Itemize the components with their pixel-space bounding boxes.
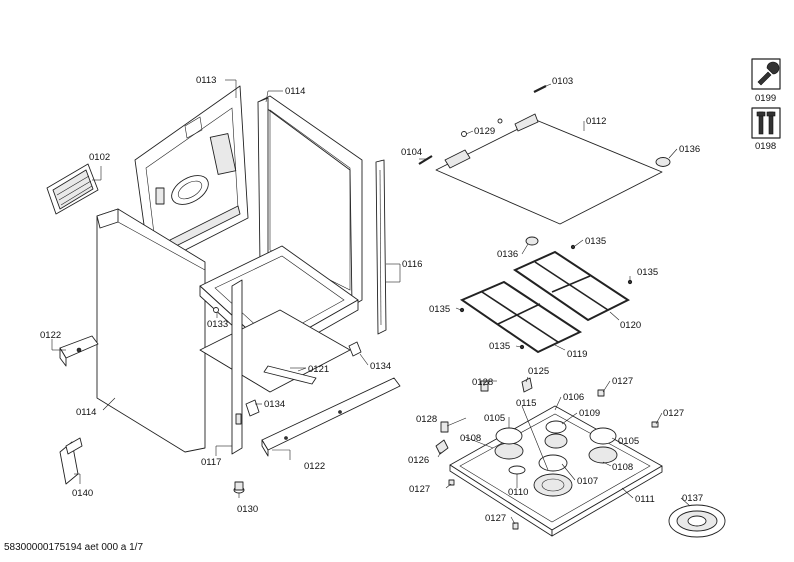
label-0109: 0109: [579, 408, 600, 419]
label-0135-c: 0135: [429, 304, 450, 315]
label-0113: 0113: [196, 75, 216, 86]
wrench-icon[interactable]: [751, 58, 781, 90]
injector-0110: [508, 465, 526, 475]
glass-lid: [435, 113, 663, 225]
bracket-left: [59, 335, 99, 367]
pan-support-front: [459, 280, 583, 354]
label-0103: 0103: [552, 76, 573, 87]
label-0114-top: 0114: [285, 86, 305, 97]
label-0130: 0130: [237, 504, 258, 515]
label-0121: 0121: [308, 364, 329, 375]
label-0120: 0120: [620, 320, 641, 331]
label-0133: 0133: [207, 319, 228, 330]
clip-0126: [435, 439, 449, 455]
label-0135-a: 0135: [585, 236, 606, 247]
side-panel-right: [257, 95, 363, 307]
pan-support-rear: [512, 250, 630, 322]
hinge-pin-0103: [533, 85, 547, 93]
label-0136-grid: 0136: [497, 249, 518, 260]
bumper-0136-top: [655, 157, 671, 167]
label-0122-bottom: 0122: [304, 461, 325, 472]
label-0105-right: 0105: [618, 436, 639, 447]
label-0117: 0117: [201, 457, 221, 468]
seal-ring: [668, 504, 726, 538]
clip-lower: [245, 399, 260, 417]
label-0111: 0111: [635, 494, 655, 505]
label-0114-left: 0114: [76, 407, 96, 418]
label-0107: 0107: [577, 476, 598, 487]
label-0199[interactable]: 0199: [755, 93, 776, 104]
document-footer: 58300000175194 aet 000 a 1/7: [4, 542, 144, 553]
burner-center-rear: [544, 420, 568, 449]
rail-bottom: [261, 377, 401, 457]
burner-left: [494, 427, 524, 460]
label-0127-d: 0127: [485, 513, 506, 524]
label-0110: 0110: [508, 487, 528, 498]
label-0108-right: 0108: [612, 462, 633, 473]
foot-bracket: [59, 437, 83, 485]
clip-upper: [348, 341, 362, 357]
bumper-0136-grid: [525, 236, 539, 246]
label-0137: 0137: [682, 493, 703, 504]
label-0126: 0126: [408, 455, 429, 466]
adjustable-foot: [233, 481, 245, 494]
label-0127-b: 0127: [663, 408, 684, 419]
leader-lines: [51, 79, 691, 525]
label-0129: 0129: [474, 126, 495, 137]
label-0127-c: 0127: [409, 484, 430, 495]
label-0102: 0102: [89, 152, 110, 163]
part-labels: 0113 0114 0102 0122 0114 0133 0121 0134 …: [40, 75, 776, 524]
label-0128-upper: 0128: [472, 377, 493, 388]
burner-right: [588, 427, 618, 464]
label-0106: 0106: [563, 392, 584, 403]
label-0128-lower: 0128: [416, 414, 437, 425]
label-0125: 0125: [528, 366, 549, 377]
label-0140: 0140: [72, 488, 93, 499]
rear-strut: [375, 159, 387, 335]
label-0108-left: 0108: [460, 433, 481, 444]
label-0105-left: 0105: [484, 413, 505, 424]
label-0134-upper: 0134: [370, 361, 391, 372]
label-0104: 0104: [401, 147, 422, 158]
hinge-pin-0104: [418, 155, 433, 165]
label-0112: 0112: [586, 116, 606, 127]
label-0136-top: 0136: [679, 144, 700, 155]
label-0198[interactable]: 0198: [755, 141, 776, 152]
screws-icon[interactable]: [751, 107, 781, 139]
burner-center-front: [533, 454, 573, 497]
label-0119: 0119: [567, 349, 587, 360]
back-panel: [134, 85, 249, 269]
clip-0127-set: [448, 389, 659, 530]
label-0134-lower: 0134: [264, 399, 285, 410]
clip-0128b: [440, 421, 449, 433]
label-0135-d: 0135: [489, 341, 510, 352]
label-0127-a: 0127: [612, 376, 633, 387]
vent-grille: [46, 163, 99, 215]
screw-0133: [213, 307, 219, 313]
label-0122-left: 0122: [40, 330, 61, 341]
front-divider-panel: [231, 279, 243, 455]
side-panel-left: [96, 208, 206, 453]
label-0115: 0115: [516, 398, 536, 409]
label-0116: 0116: [402, 259, 422, 270]
label-0135-b: 0135: [637, 267, 658, 278]
